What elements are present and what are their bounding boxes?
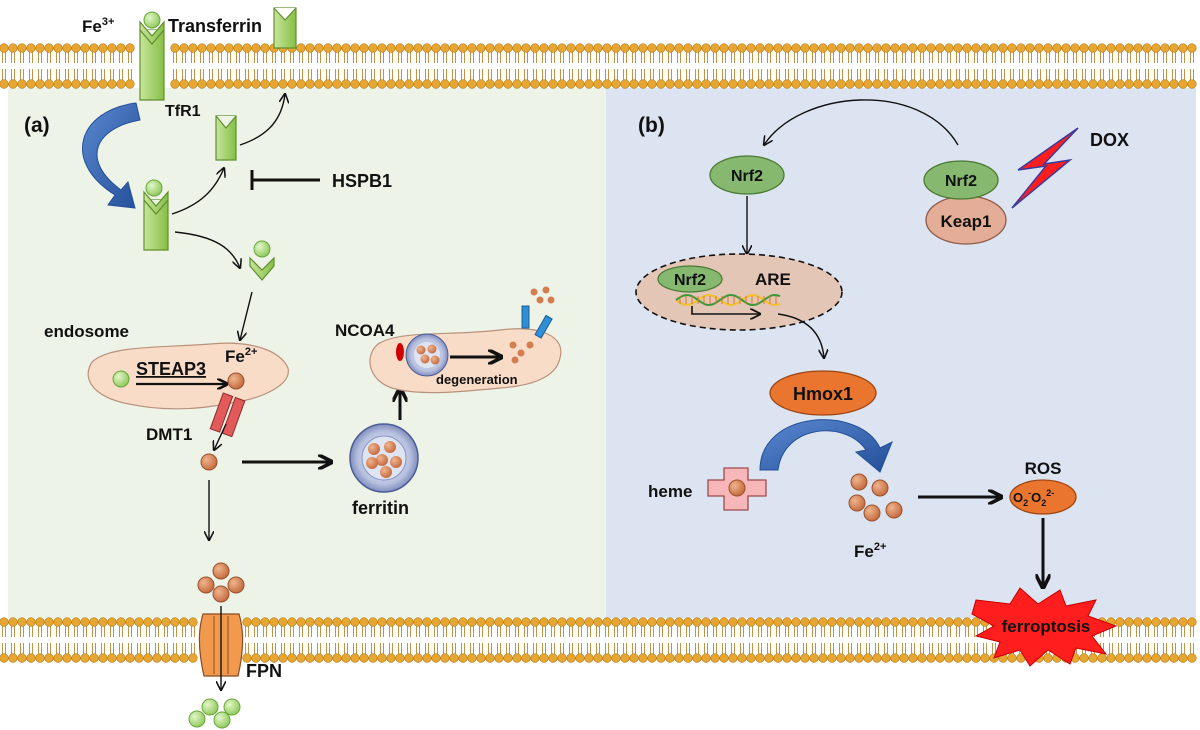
fe2-cluster-fpn [197, 562, 245, 603]
dmt1-channel [209, 392, 246, 438]
nrf2-release-arrow [764, 99, 959, 145]
ferritin-in-autophagosome [405, 333, 449, 377]
fe2-ion-endosome [227, 372, 245, 390]
degeneration-label: degeneration [436, 372, 518, 387]
arrow-recycle-up [239, 94, 285, 146]
degraded-fragments [509, 286, 555, 364]
fe2-ion-cytosol [200, 453, 218, 471]
tfr1-receptor-empty [273, 7, 297, 49]
fe2-b-label: Fe2+ [854, 541, 886, 561]
ferroptosis-burst-group: ferroptosis [971, 587, 1118, 667]
arrow-to-recycled [171, 168, 224, 215]
hspb1-label: HSPB1 [332, 171, 392, 191]
fe3-exported [188, 698, 241, 729]
transferrin-label: Transferrin [168, 16, 262, 36]
fe2-cluster-b [848, 473, 903, 522]
arrow-to-hmox1 [777, 313, 824, 358]
tfr1-receptor-recycled [215, 115, 237, 161]
fe2-endosome-label: Fe2+ [225, 346, 257, 366]
arrow-to-endosome [240, 291, 253, 340]
transferrin-uncoupled [249, 240, 275, 281]
steap3-label: STEAP3 [136, 359, 206, 379]
keap1-label: Keap1 [940, 212, 991, 231]
dmt1-arrow [214, 423, 227, 450]
ros-label: ROS [1025, 459, 1062, 478]
panel-b-background [606, 88, 1196, 618]
nrf2-nuclear [657, 265, 723, 293]
heme-degradation-arrow [759, 419, 893, 473]
fe3-ion-endosome [112, 370, 130, 388]
are-label: ARE [755, 270, 791, 289]
fpn-label: FPN [246, 661, 282, 681]
ncoa4-receptor [396, 343, 404, 361]
nrf2-free [709, 155, 785, 195]
tfr1-receptor-membrane [139, 11, 165, 101]
panel-b-label: (b) [638, 114, 665, 137]
nrf2-nuclear-label: Nrf2 [674, 272, 706, 289]
tfr1-receptor-internalized [143, 179, 169, 251]
fe3-label: Fe3+ [82, 16, 114, 36]
endosome [87, 342, 289, 410]
heme-iron [728, 479, 746, 497]
dmt1-label: DMT1 [146, 425, 192, 444]
ncoa4-label: NCOA4 [335, 321, 395, 340]
dox-lightning-bolt [1011, 127, 1079, 209]
heme-label: heme [648, 482, 692, 501]
ferritin-label: ferritin [352, 498, 409, 518]
dna-helix [675, 293, 781, 307]
nrf2-bound [923, 160, 999, 200]
panel-a-label: (a) [24, 114, 50, 137]
hmox1-label: Hmox1 [793, 384, 853, 404]
cell-membrane-top [0, 43, 1197, 89]
ferroptosis-burst [971, 587, 1118, 667]
tfr1-label: TfR1 [165, 103, 201, 120]
arrow-to-uncoupled [174, 231, 240, 268]
transcription-arrow [691, 306, 760, 314]
ros-bubble [1009, 479, 1077, 515]
ferritin-cage [349, 423, 419, 493]
ros-species-label: O2-O22- [1013, 488, 1054, 508]
nucleus [635, 253, 843, 331]
hmox1-enzyme [769, 370, 877, 416]
dox-label: DOX [1090, 130, 1129, 150]
fe3-ion [143, 11, 161, 29]
internalization-arrow [82, 102, 141, 209]
endosome-label: endosome [44, 322, 129, 341]
ferroptosis-label: ferroptosis [1002, 617, 1091, 636]
nrf2-bound-label: Nrf2 [945, 173, 977, 190]
nrf2-free-label: Nrf2 [731, 168, 763, 185]
cell-membrane-bottom [0, 617, 1197, 663]
